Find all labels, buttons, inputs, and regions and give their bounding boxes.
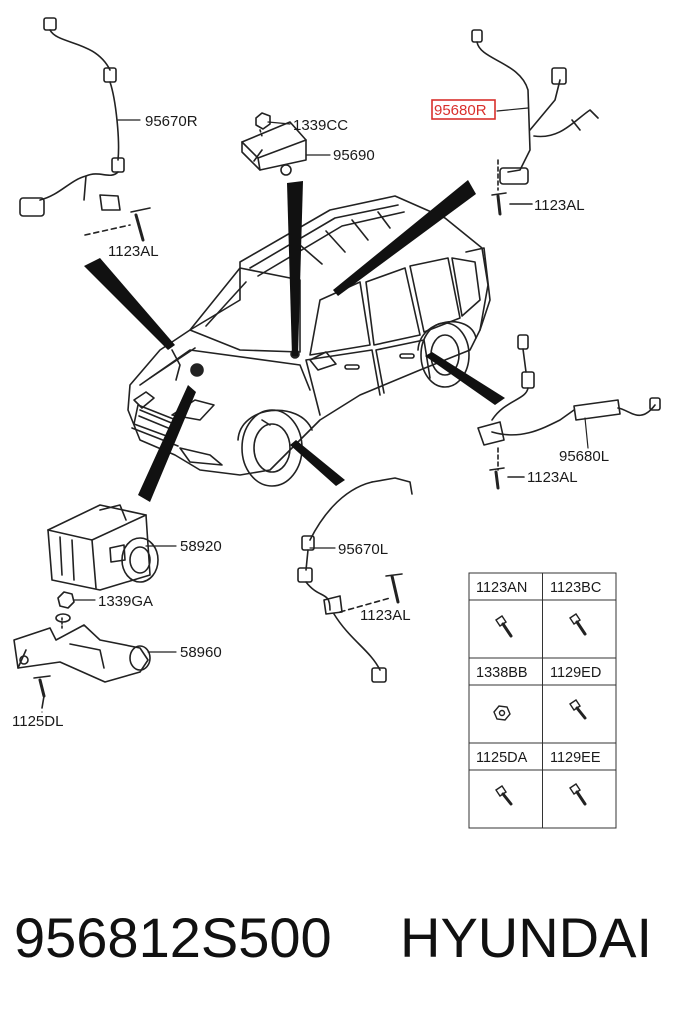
label-95680R-highlighted[interactable]: 95680R [434,102,487,119]
label-58960[interactable]: 58960 [180,644,222,661]
table-cell-1123BC[interactable]: 1123BC [550,580,601,596]
label-95670R[interactable]: 95670R [145,113,198,130]
sensor-95670L-drawing [297,477,413,683]
sensor-95680R-drawing [471,29,599,216]
table-cell-1338BB[interactable]: 1338BB [476,665,528,681]
bolt-icon [569,783,587,806]
vehicle-drawing [127,195,491,487]
label-1125DL[interactable]: 1125DL [12,713,63,730]
parts-diagram: 95670R 1123AL 1339CC 95690 95680R 1123AL… [12,17,661,829]
module-95690-drawing [241,112,307,176]
highlight-box [431,99,496,120]
table-cell-1123AN[interactable]: 1123AN [476,580,527,596]
fastener-table: 1123AN 1123BC 1338BB 1129ED 1125DA 1129E… [468,572,617,829]
footer: 956812S500 HYUNDAI [0,898,678,978]
part-labels: 95670R 1123AL 1339CC 95690 95680R 1123AL… [12,99,609,730]
sensor-95670R-drawing [19,17,151,242]
bolt-icon [569,699,587,720]
table-cell-1129ED[interactable]: 1129ED [550,665,601,681]
label-95690[interactable]: 95690 [333,147,375,164]
pointer-wedges [84,180,505,502]
label-1123AL-rear-left[interactable]: 1123AL [360,607,411,624]
bolt-icon [495,785,513,806]
label-1123AL-front-left[interactable]: 1123AL [527,469,578,486]
label-1339GA[interactable]: 1339GA [98,593,153,610]
sensor-95680L-drawing [477,334,661,490]
bolt-icon [569,613,587,636]
brand-name: HYUNDAI [400,906,653,969]
label-1339CC[interactable]: 1339CC [293,117,348,134]
nut-icon [493,705,511,721]
label-58920[interactable]: 58920 [180,538,222,555]
bracket-58960-drawing [13,613,151,709]
label-1123AL-rear-right[interactable]: 1123AL [108,243,159,260]
hecu-58920-drawing [47,504,159,591]
table-cell-1125DA[interactable]: 1125DA [476,750,528,766]
bolt-icon [495,615,513,638]
label-95670L[interactable]: 95670L [338,541,388,558]
leader-lines [41,107,589,713]
label-95680L[interactable]: 95680L [559,448,609,465]
nut-1339GA-drawing [57,591,75,609]
label-1123AL-front-right[interactable]: 1123AL [534,197,585,214]
part-number: 956812S500 [14,906,332,969]
table-cell-1129EE[interactable]: 1129EE [550,750,601,766]
